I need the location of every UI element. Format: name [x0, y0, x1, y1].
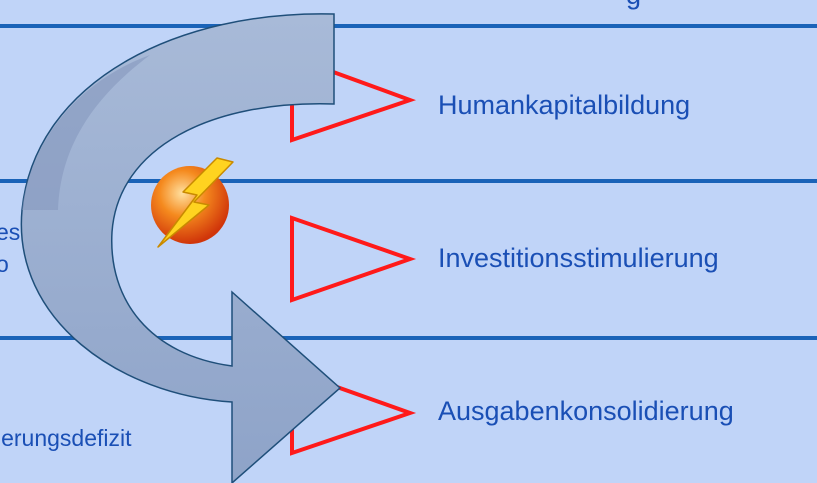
divider-3	[0, 336, 817, 340]
triangle-investition	[290, 215, 417, 303]
divider-1	[0, 24, 817, 28]
divider-2	[0, 179, 817, 183]
target-label-ausgabenkonsolidierung: Ausgabenkonsolidierung	[438, 396, 734, 426]
left-text-row3: ierungsdefizit	[0, 425, 132, 451]
curved-arrow	[20, 13, 342, 483]
curved-arrow-inner-shade	[22, 55, 150, 210]
target-label-investitionsstimulierung: Investitionsstimulierung	[438, 243, 719, 273]
lightning-bolt-icon	[151, 157, 234, 248]
top-partial-text: g	[626, 0, 641, 11]
target-label-humankapitalbildung: Humankapitalbildung	[438, 90, 691, 120]
left-text-row2-line2: o	[0, 251, 9, 277]
